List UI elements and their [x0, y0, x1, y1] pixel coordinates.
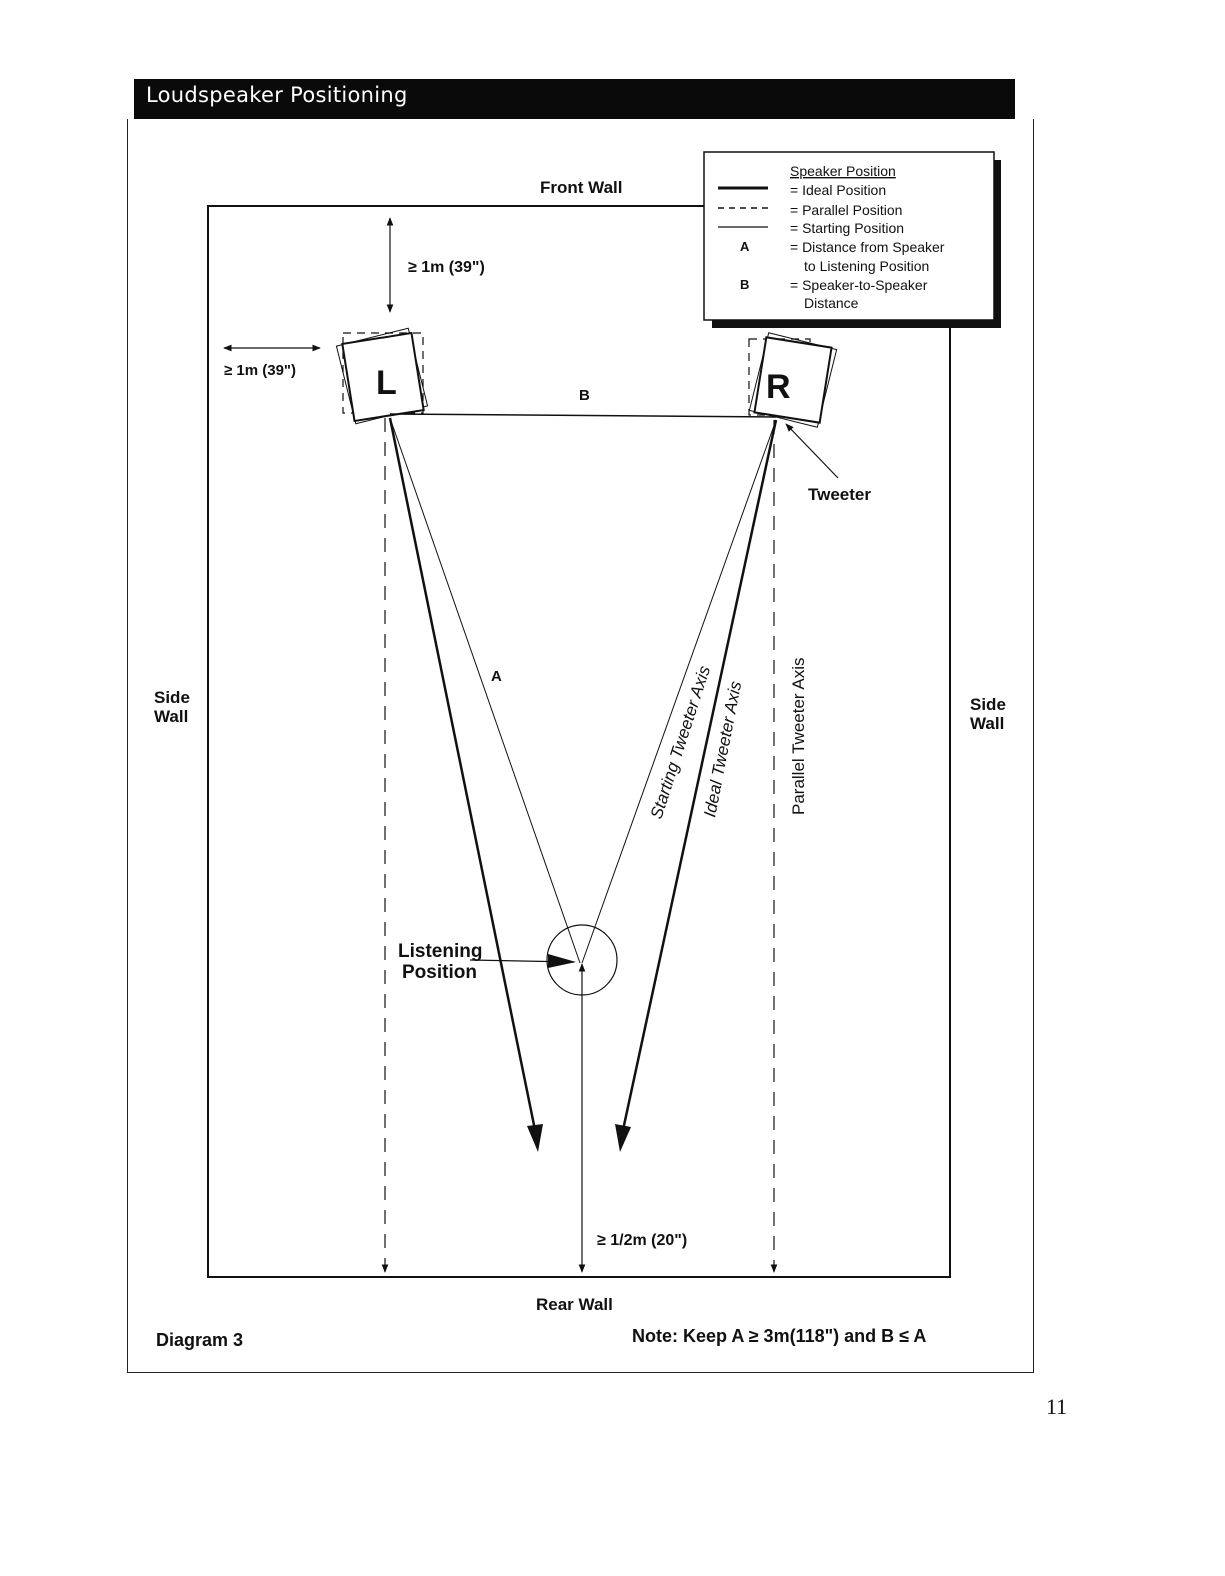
- right-speaker-label: R: [766, 368, 791, 406]
- right-starting-axis: [581, 419, 777, 964]
- legend-a-symbol: A: [740, 239, 750, 254]
- page-number: 11: [1046, 1394, 1068, 1419]
- right-ideal-axis: [621, 419, 778, 1131]
- legend-b-text: = Speaker-to-Speaker: [790, 277, 928, 293]
- front-gap-label: ≥ 1m (39"): [408, 259, 485, 276]
- footer-note: Note: Keep A ≥ 3m(118") and B ≤ A: [632, 1326, 926, 1346]
- legend-parallel-text: = Parallel Position: [790, 202, 902, 218]
- legend-a-text: = Distance from Speaker: [790, 239, 945, 255]
- listening-label-2: Position: [402, 962, 477, 983]
- side-wall-left-label-1: Side: [154, 688, 190, 707]
- left-speaker-ideal: [341, 331, 425, 423]
- side-wall-left-label-2: Wall: [154, 707, 188, 726]
- legend-b-symbol: B: [740, 277, 749, 292]
- diagram-label: Diagram 3: [156, 1330, 243, 1350]
- legend-a-text2: to Listening Position: [804, 258, 929, 274]
- tweeter-label: Tweeter: [808, 485, 871, 504]
- right-speaker-starting: [748, 332, 838, 428]
- speaker-to-speaker-line: [389, 413, 777, 418]
- ideal-axis-label: Ideal Tweeter Axis: [700, 679, 745, 819]
- legend-b-text2: Distance: [804, 295, 859, 311]
- a-label: A: [491, 668, 502, 685]
- right-ideal-arrowhead: [615, 1124, 631, 1152]
- front-wall-label: Front Wall: [540, 178, 622, 197]
- left-speaker: L: [335, 327, 429, 425]
- b-label: B: [579, 387, 590, 404]
- left-speaker-label: L: [376, 364, 397, 402]
- listening-pointer-arrowhead: [548, 954, 576, 968]
- legend-ideal-text: = Ideal Position: [790, 182, 886, 198]
- side-wall-right-label-2: Wall: [970, 714, 1004, 733]
- right-speaker: R: [748, 332, 838, 428]
- rear-gap-label: ≥ 1/2m (20"): [597, 1232, 687, 1249]
- header-bar: Loudspeaker Positioning: [134, 79, 1015, 119]
- legend-box: [703, 151, 995, 321]
- tweeter-pointer: [785, 423, 839, 479]
- rear-wall-label: Rear Wall: [536, 1295, 613, 1314]
- left-starting-axis: [389, 417, 581, 964]
- side-wall-right-label-1: Side: [970, 695, 1006, 714]
- right-speaker-ideal: [753, 336, 833, 424]
- diagram-frame: [127, 119, 1034, 1373]
- room-outline: [207, 205, 951, 1278]
- legend-title: Speaker Position: [790, 163, 896, 179]
- page-title: Loudspeaker Positioning: [146, 83, 408, 107]
- legend: Speaker Position = Ideal Position = Para…: [703, 151, 1001, 328]
- left-ideal-axis: [388, 417, 537, 1131]
- left-ideal-arrowhead: [527, 1124, 543, 1152]
- legend-starting-text: = Starting Position: [790, 220, 904, 236]
- parallel-axis-label: Parallel Tweeter Axis: [789, 658, 808, 815]
- side-gap-label: ≥ 1m (39"): [224, 362, 296, 379]
- listening-label-1: Listening: [398, 941, 482, 962]
